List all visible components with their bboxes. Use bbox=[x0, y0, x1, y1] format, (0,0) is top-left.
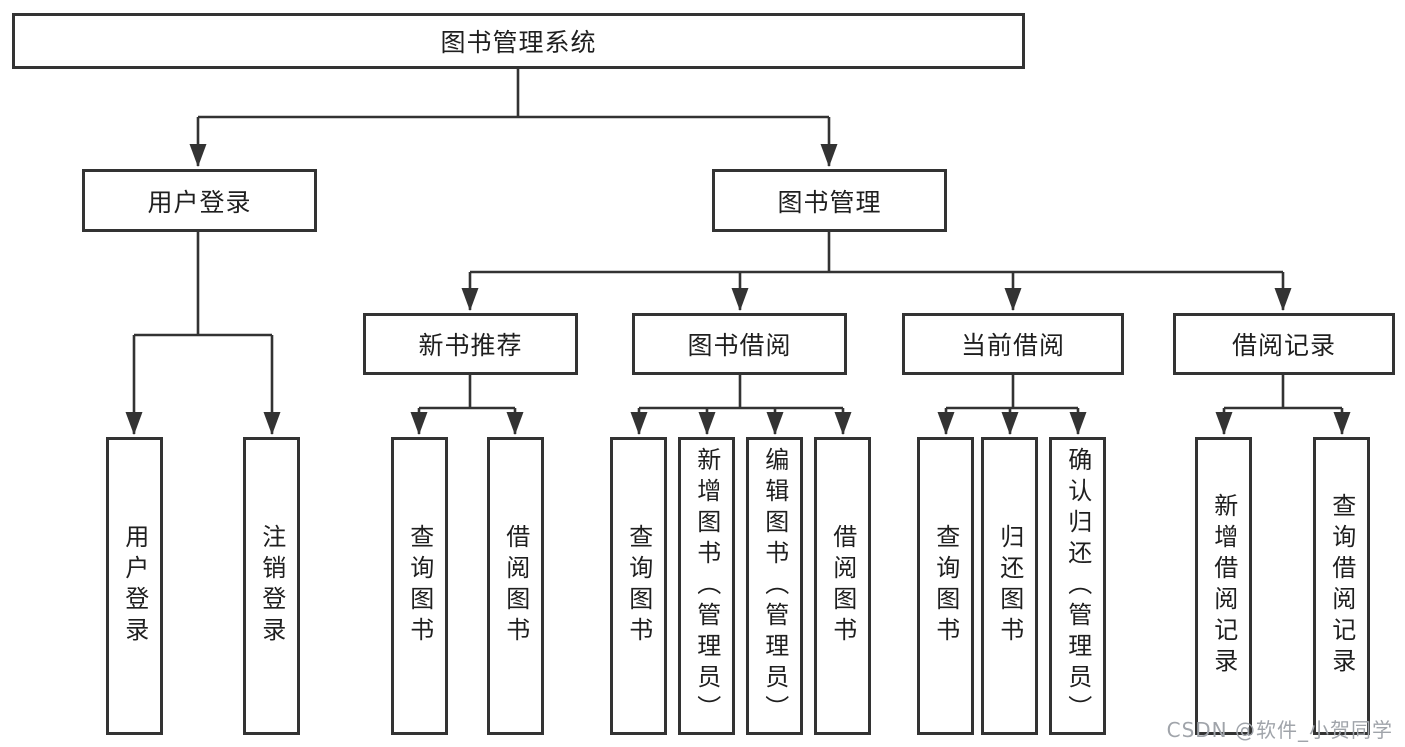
node-current-borrowing: 当前借阅 bbox=[902, 313, 1124, 375]
node-label: 图书管理系统 bbox=[440, 28, 597, 57]
leaf-label: 查询借阅记录 bbox=[1327, 493, 1356, 679]
node-borrowing-records: 借阅记录 bbox=[1173, 313, 1395, 375]
leaf-label: 查询图书 bbox=[931, 524, 960, 648]
leaf-borrow-books-recommend: 借阅图书 bbox=[487, 437, 544, 735]
leaf-label: 编辑图书（管理员） bbox=[760, 446, 789, 726]
node-label: 当前借阅 bbox=[960, 331, 1065, 360]
node-new-book-recommend: 新书推荐 bbox=[363, 313, 578, 375]
node-label: 新书推荐 bbox=[418, 331, 523, 360]
leaf-label: 注销登录 bbox=[257, 524, 286, 648]
leaf-label: 新增借阅记录 bbox=[1209, 493, 1238, 679]
leaf-label: 用户登录 bbox=[120, 524, 149, 648]
leaf-logout-login: 注销登录 bbox=[243, 437, 300, 735]
node-label: 图书管理 bbox=[777, 187, 882, 217]
leaf-label: 确认归还（管理员） bbox=[1063, 446, 1092, 726]
leaf-label: 查询图书 bbox=[405, 524, 434, 648]
leaf-label: 查询图书 bbox=[624, 524, 653, 648]
leaf-return-books: 归还图书 bbox=[981, 437, 1038, 735]
leaf-label: 借阅图书 bbox=[501, 524, 530, 648]
node-book-management: 图书管理 bbox=[712, 169, 947, 232]
node-label: 借阅记录 bbox=[1231, 331, 1336, 360]
leaf-user-login: 用户登录 bbox=[106, 437, 163, 735]
node-user-login: 用户登录 bbox=[82, 169, 317, 232]
node-label: 用户登录 bbox=[147, 187, 252, 217]
leaf-label: 新增图书（管理员） bbox=[692, 446, 721, 726]
leaf-query-books-current: 查询图书 bbox=[917, 437, 974, 735]
leaf-edit-books-admin: 编辑图书（管理员） bbox=[746, 437, 803, 735]
node-label: 图书借阅 bbox=[687, 331, 792, 360]
leaf-query-books-borrowing: 查询图书 bbox=[610, 437, 667, 735]
node-book-borrowing: 图书借阅 bbox=[632, 313, 847, 375]
leaf-add-borrow-record: 新增借阅记录 bbox=[1195, 437, 1252, 735]
leaf-label: 归还图书 bbox=[995, 524, 1024, 648]
node-root-system: 图书管理系统 bbox=[12, 13, 1025, 69]
leaf-borrow-books: 借阅图书 bbox=[814, 437, 871, 735]
leaf-label: 借阅图书 bbox=[828, 524, 857, 648]
csdn-watermark: CSDN @软件_小贺同学 bbox=[1166, 718, 1393, 742]
leaf-query-borrow-record: 查询借阅记录 bbox=[1313, 437, 1370, 735]
leaf-confirm-return-admin: 确认归还（管理员） bbox=[1049, 437, 1106, 735]
leaf-query-books-recommend: 查询图书 bbox=[391, 437, 448, 735]
leaf-add-books-admin: 新增图书（管理员） bbox=[678, 437, 735, 735]
